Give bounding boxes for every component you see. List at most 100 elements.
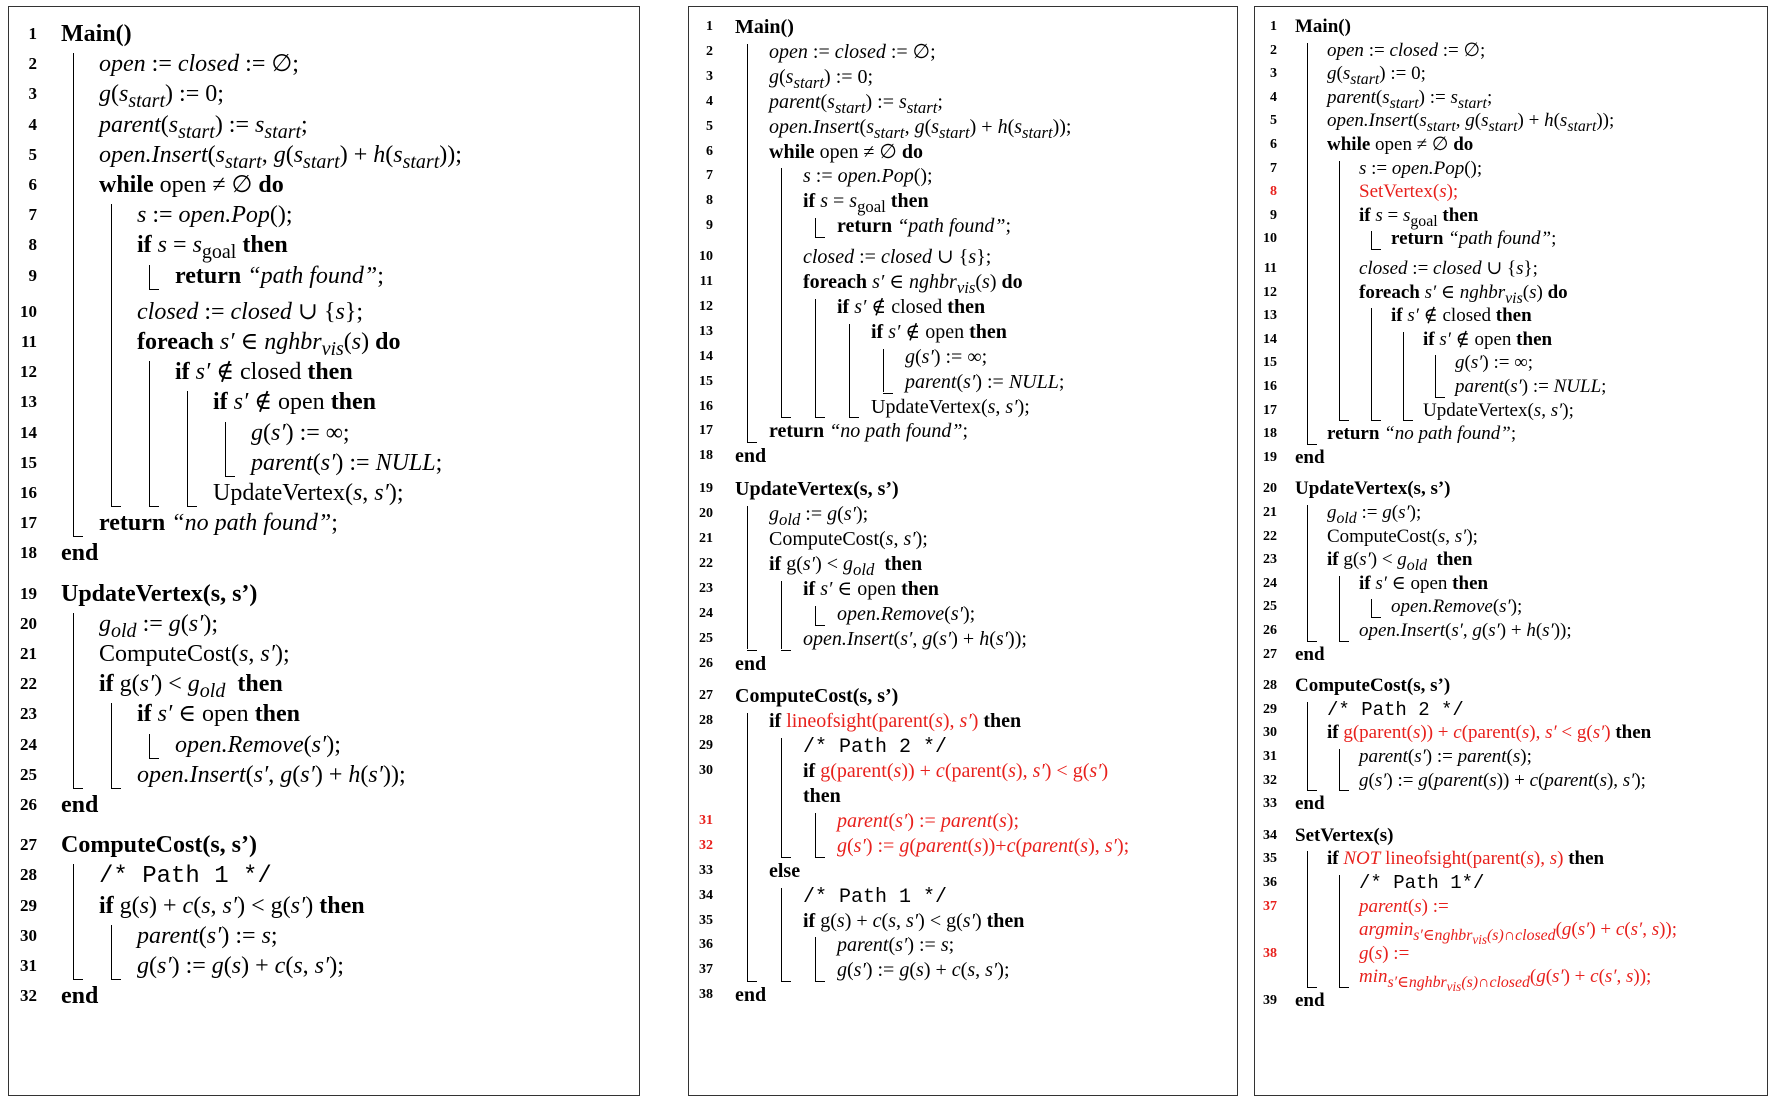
line-number: 16 bbox=[20, 483, 37, 502]
line-number: 12 bbox=[699, 298, 713, 314]
line-number: 29 bbox=[699, 738, 713, 754]
indent-guide-foot bbox=[815, 237, 825, 239]
line-number: 21 bbox=[1263, 505, 1277, 520]
indent-guide bbox=[1339, 160, 1340, 421]
code-text: if g(parent(s)) + c(parent(s), s′ < g(s′… bbox=[1327, 722, 1652, 744]
line-number: 19 bbox=[20, 583, 37, 603]
code-text: end bbox=[1295, 446, 1325, 468]
line-number: 8 bbox=[1270, 184, 1277, 200]
line-number: 32 bbox=[20, 986, 37, 1006]
line-number: 26 bbox=[20, 795, 37, 814]
code-text: open.Insert(s′, g(s′) + h(s′)); bbox=[803, 627, 1027, 650]
indent-guide-foot bbox=[73, 788, 83, 789]
code-line: 24 if s′ ∈ open then bbox=[1255, 572, 1767, 596]
code-text: parent(sstart) := sstart; bbox=[769, 90, 943, 117]
indent-guide bbox=[1435, 355, 1436, 397]
line-number: 24 bbox=[20, 734, 37, 754]
code-text: end bbox=[1295, 643, 1325, 665]
code-text: if g(s′) < gold then bbox=[99, 671, 283, 702]
code-text: s := open.Pop(); bbox=[137, 202, 293, 229]
indent-guide-foot bbox=[883, 392, 893, 394]
line-number: 1 bbox=[1270, 19, 1277, 34]
indent-guide-foot bbox=[815, 856, 825, 858]
indent-guide-foot bbox=[815, 417, 825, 419]
code-text: parent(s′) := s; bbox=[137, 922, 278, 949]
code-text: open := closed := ∅; bbox=[769, 40, 936, 63]
indent-guide bbox=[815, 812, 816, 857]
line-number: 35 bbox=[699, 912, 713, 928]
line-number: 14 bbox=[20, 422, 37, 442]
line-number: 1 bbox=[28, 24, 38, 43]
code-text: SetVertex(s); bbox=[1359, 181, 1459, 203]
code-text: ComputeCost(s, s’) bbox=[61, 832, 257, 859]
code-text: end bbox=[735, 445, 767, 468]
indent-guide bbox=[1339, 875, 1340, 987]
line-number: 31 bbox=[20, 956, 37, 975]
code-text: if s′ ∈ open then bbox=[137, 701, 301, 728]
code-text: UpdateVertex(s, s′); bbox=[213, 480, 404, 506]
code-text: return “no path found”; bbox=[99, 510, 338, 537]
code-text: gold := g(s′); bbox=[769, 503, 869, 530]
code-text: /* Path 1 */ bbox=[803, 885, 948, 909]
code-line: 8 SetVertex(s); bbox=[1255, 180, 1767, 204]
code-text: end bbox=[61, 792, 99, 818]
code-text: end bbox=[61, 983, 99, 1010]
indent-guide bbox=[849, 323, 850, 418]
line-number: 33 bbox=[1263, 796, 1277, 812]
code-text: if s′ ∈ open then bbox=[1359, 572, 1489, 594]
indent-guide-foot bbox=[747, 649, 757, 651]
code-line: 29/* Path 2 */ bbox=[689, 734, 1237, 759]
line-number: 32 bbox=[1263, 772, 1277, 788]
code-text: Main() bbox=[61, 21, 132, 47]
code-line: 31 g(s′) := g(s) + c(s, s′); bbox=[9, 951, 639, 981]
indent-guide-foot bbox=[1339, 420, 1349, 422]
code-text: Main() bbox=[735, 16, 794, 38]
line-number: 32 bbox=[699, 837, 713, 853]
line-number: 18 bbox=[1263, 426, 1277, 442]
line-number: 30 bbox=[1263, 725, 1277, 741]
line-number: 8 bbox=[706, 193, 713, 209]
line-number: 24 bbox=[1263, 575, 1277, 591]
code-text: g(sstart) := 0; bbox=[769, 65, 874, 92]
line-number: 3 bbox=[1270, 66, 1277, 82]
code-text: closed := closed ∪ {s}; bbox=[1359, 258, 1538, 279]
line-number: 3 bbox=[28, 84, 38, 104]
indent-guide bbox=[1307, 701, 1308, 791]
indent-guide-foot bbox=[149, 288, 159, 290]
indent-guide bbox=[883, 348, 884, 393]
indent-guide-foot bbox=[1307, 790, 1317, 792]
code-text: return “path found”; bbox=[1391, 228, 1557, 250]
code-text: else bbox=[769, 859, 801, 882]
line-number: 4 bbox=[706, 93, 713, 109]
code-text: end bbox=[735, 984, 767, 1007]
indent-guide-foot bbox=[781, 981, 791, 983]
code-text: open.Insert(sstart, g(sstart) + h(sstart… bbox=[1327, 110, 1615, 136]
code-text: open.Remove(s′); bbox=[175, 731, 341, 758]
line-number: 34 bbox=[1263, 827, 1277, 843]
line-number: 15 bbox=[699, 373, 713, 389]
code-text: g(s′) := g(s) + c(s, s′); bbox=[137, 953, 344, 979]
code-text: ComputeCost(s, s′); bbox=[769, 528, 928, 550]
